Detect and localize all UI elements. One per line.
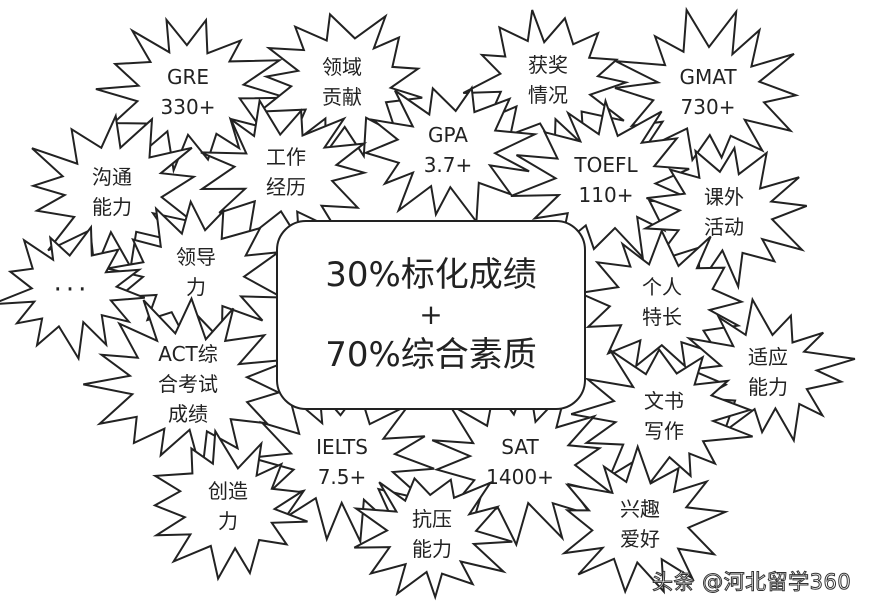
starburst-gmat <box>614 6 800 163</box>
starburst-sat <box>431 372 614 548</box>
burst-label-stress-resilience: 抗压 能力 <box>412 507 452 561</box>
burst-label-creativity: 创造 力 <box>208 479 248 533</box>
burst-label-act: ACT综 合考试 成绩 <box>158 342 218 426</box>
burst-label-awards: 获奖 情况 <box>528 53 568 107</box>
starburst-toefl <box>510 97 704 261</box>
center-line-standardized-scores: 30%标化成绩 <box>325 255 537 295</box>
starburst-gpa <box>362 85 539 225</box>
burst-label-sat: SAT 1400+ <box>486 435 554 489</box>
burst-label-gmat: GMAT 730+ <box>679 65 737 119</box>
starburst-ellipsis <box>0 224 146 362</box>
starburst-creativity <box>152 428 308 582</box>
burst-label-interests-hobbies: 兴趣 爱好 <box>620 497 660 551</box>
burst-label-field-contribution: 领域 贡献 <box>322 55 362 109</box>
burst-label-adaptability: 适应 能力 <box>748 345 788 399</box>
burst-label-gpa: GPA 3.7+ <box>423 123 473 177</box>
starburst-extracurricular <box>641 145 808 291</box>
burst-label-toefl: TOEFL 110+ <box>574 153 638 207</box>
burst-label-work-experience: 工作 经历 <box>266 145 306 199</box>
burst-label-communication: 沟通 能力 <box>92 165 132 219</box>
starburst-essay-writing <box>570 347 754 488</box>
starburst-work-experience <box>198 97 369 241</box>
center-summary-box: 30%标化成绩 + 70%综合素质 <box>276 220 586 410</box>
center-plus-sign: + <box>419 298 443 331</box>
starburst-personal-strengths <box>575 228 745 369</box>
burst-label-ellipsis: ··· <box>53 275 91 305</box>
burst-label-personal-strengths: 个人 特长 <box>642 275 682 329</box>
burst-label-leadership: 领导 力 <box>176 245 216 299</box>
center-line-overall-qualities: 70%综合素质 <box>325 335 537 375</box>
burst-label-ielts: IELTS 7.5+ <box>316 435 368 489</box>
burst-label-essay-writing: 文书 写作 <box>644 389 684 443</box>
starburst-stress-resilience <box>352 476 513 601</box>
starburst-act <box>83 296 294 475</box>
starburst-interests-hobbies <box>560 443 730 595</box>
burst-label-extracurricular: 课外 活动 <box>704 185 744 239</box>
burst-label-gre: GRE 330+ <box>160 65 216 119</box>
starburst-ielts <box>250 388 435 546</box>
watermark: 头条 @河北留学360 <box>651 570 852 595</box>
